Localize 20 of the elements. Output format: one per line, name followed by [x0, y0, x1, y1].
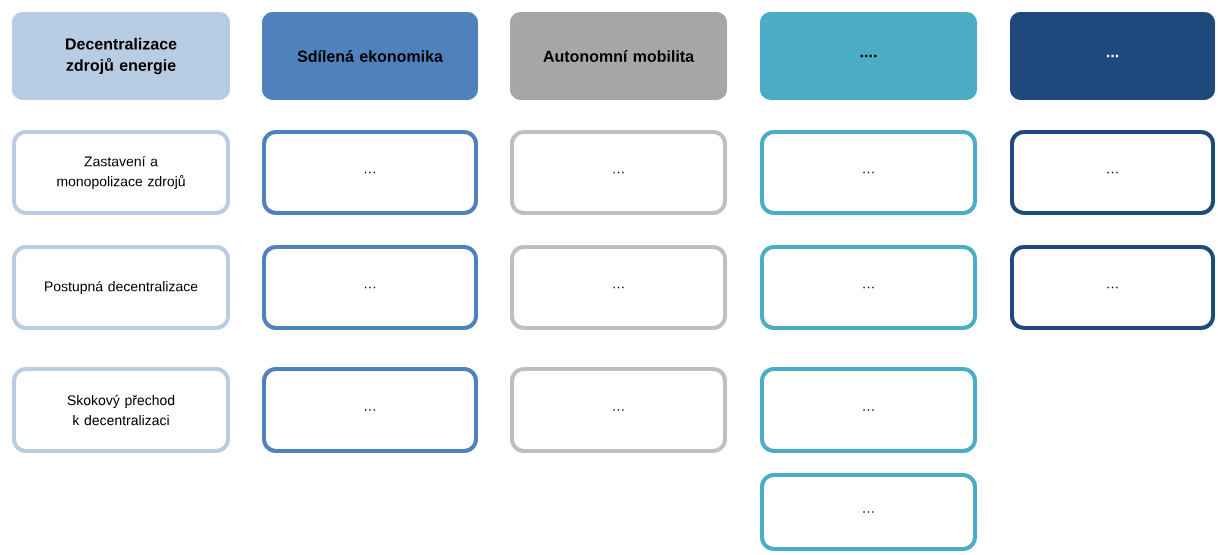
scenario-box: … [759, 473, 978, 551]
scenario-box: Postupná decentralizace [12, 244, 230, 331]
header-box: .... [759, 12, 978, 100]
header-box: Sdílená ekonomika [262, 12, 478, 100]
scenario-box: … [262, 244, 478, 331]
scenario-box: Zastavení a monopolizace zdrojů [12, 129, 230, 216]
scenario-box: Skokový přechod k decentralizaci [12, 367, 230, 453]
scenario-box: … [509, 129, 728, 216]
scenario-box: … [759, 244, 978, 331]
scenario-box: … [509, 367, 728, 453]
scenario-box: … [1009, 244, 1216, 331]
scenario-box: … [262, 367, 478, 453]
header-box: Autonomní mobilita [509, 12, 728, 100]
scenario-box: … [509, 244, 728, 331]
header-box: Decentralizace zdrojů energie [12, 12, 230, 100]
scenario-box: … [759, 129, 978, 216]
scenario-box: … [1009, 129, 1216, 216]
scenario-box: … [262, 129, 478, 216]
header-box: ... [1009, 12, 1216, 100]
scenario-box: … [759, 367, 978, 453]
